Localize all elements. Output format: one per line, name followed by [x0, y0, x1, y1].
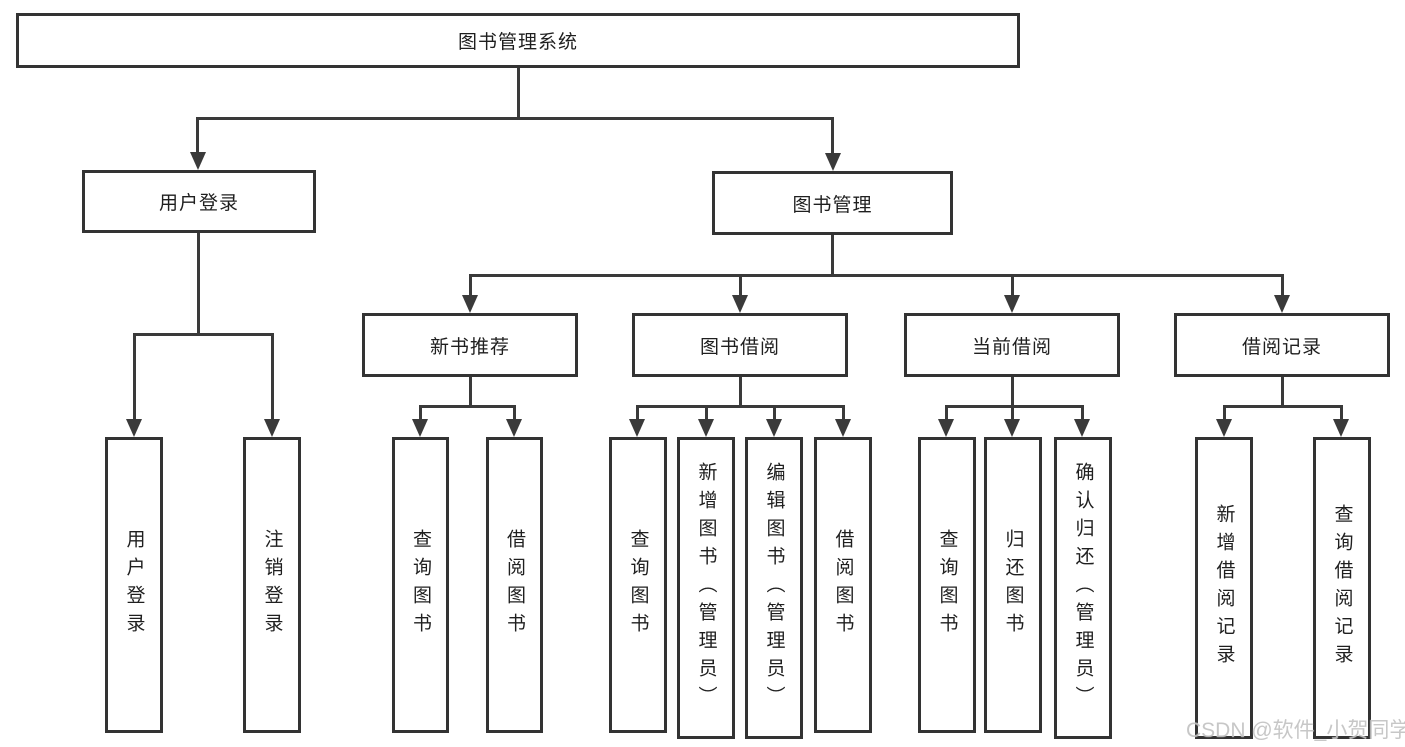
leaf-add-book-admin: 新增图书（管理员）	[677, 437, 735, 739]
connector-group3-hbar	[945, 405, 1084, 408]
arrowhead-down-icon	[412, 419, 428, 437]
connector-arrow-stem	[1011, 405, 1014, 421]
leaf-add-borrow-record: 新增借阅记录	[1195, 437, 1253, 739]
connector-arrow-stem	[636, 405, 639, 421]
leaf-logout-login: 注销登录	[243, 437, 301, 733]
arrowhead-down-icon	[938, 419, 954, 437]
connector-arrow-stem	[419, 405, 422, 421]
connector-arrow-stem	[469, 274, 472, 297]
connector-root-hbar	[196, 117, 834, 120]
connector-arrow-stem	[196, 117, 199, 154]
connector-group4-stem	[1281, 377, 1284, 408]
arrowhead-down-icon	[732, 295, 748, 313]
arrowhead-down-icon	[1074, 419, 1090, 437]
leaf-query-books-1: 查询图书	[392, 437, 449, 733]
connector-root-stem	[517, 68, 520, 119]
connector-arrow-stem	[842, 405, 845, 421]
leaf-label: 归还图书	[1002, 529, 1024, 641]
leaf-query-borrow-record: 查询借阅记录	[1313, 437, 1371, 739]
arrowhead-down-icon	[825, 153, 841, 171]
connector-arrow-stem	[133, 333, 136, 419]
connector-arrow-stem	[1340, 405, 1343, 421]
node-label: 图书管理	[792, 194, 873, 216]
node-library-management-system: 图书管理系统	[16, 13, 1020, 68]
node-book-borrow: 图书借阅	[632, 313, 848, 377]
connector-arrow-stem	[1223, 405, 1226, 421]
leaf-label: 编辑图书（管理员）	[763, 462, 785, 714]
leaf-label: 新增借阅记录	[1213, 504, 1235, 672]
arrowhead-down-icon	[506, 419, 522, 437]
node-book-management: 图书管理	[712, 171, 953, 235]
connector-arrow-stem	[773, 405, 776, 421]
node-label: 当前借阅	[971, 336, 1052, 358]
connector-user-login-hbar	[133, 333, 274, 336]
arrowhead-down-icon	[1004, 295, 1020, 313]
node-label: 图书借阅	[699, 336, 780, 358]
arrowhead-down-icon	[126, 419, 142, 437]
leaf-label: 查询图书	[627, 529, 649, 641]
connector-arrow-stem	[1081, 405, 1084, 421]
leaf-label: 借阅图书	[832, 529, 854, 641]
arrowhead-down-icon	[766, 419, 782, 437]
arrowhead-down-icon	[629, 419, 645, 437]
leaf-borrow-books-2: 借阅图书	[814, 437, 872, 733]
arrowhead-down-icon	[1004, 419, 1020, 437]
leaf-label: 借阅图书	[504, 529, 525, 641]
arrowhead-down-icon	[698, 419, 714, 437]
leaf-label: 查询图书	[410, 529, 431, 641]
connector-arrow-stem	[271, 333, 274, 419]
node-label: 用户登录	[158, 193, 239, 214]
node-label: 图书管理系统	[457, 32, 578, 53]
node-current-borrow: 当前借阅	[904, 313, 1120, 377]
leaf-query-books-2: 查询图书	[609, 437, 667, 733]
leaf-label: 确认归还（管理员）	[1072, 462, 1094, 714]
connector-arrow-stem	[1011, 274, 1014, 297]
leaf-label: 新增图书（管理员）	[695, 462, 717, 714]
connector-user-login-stem	[197, 233, 200, 336]
arrowhead-down-icon	[1274, 295, 1290, 313]
node-borrow-records: 借阅记录	[1174, 313, 1390, 377]
arrowhead-down-icon	[190, 152, 206, 170]
connector-group4-hbar	[1223, 405, 1343, 408]
node-label: 借阅记录	[1241, 336, 1322, 358]
leaf-confirm-return-admin: 确认归还（管理员）	[1054, 437, 1112, 739]
connector-group3-stem	[1011, 377, 1014, 408]
connector-group1-hbar	[419, 405, 516, 408]
connector-book-mgmt-hbar	[469, 274, 1284, 277]
connector-arrow-stem	[1281, 274, 1284, 297]
connector-arrow-stem	[945, 405, 948, 421]
leaf-label: 查询图书	[936, 529, 958, 641]
arrowhead-down-icon	[835, 419, 851, 437]
leaf-query-books-3: 查询图书	[918, 437, 976, 733]
connector-arrow-stem	[831, 117, 834, 154]
connector-arrow-stem	[513, 405, 516, 421]
node-label: 新书推荐	[429, 336, 510, 358]
arrowhead-down-icon	[264, 419, 280, 437]
csdn-watermark: CSDN @软件_小贺同学	[1186, 719, 1405, 742]
arrowhead-down-icon	[1216, 419, 1232, 437]
connector-group2-hbar	[636, 405, 845, 408]
leaf-return-books: 归还图书	[984, 437, 1042, 733]
connector-group1-stem	[469, 377, 472, 408]
leaf-label: 查询借阅记录	[1331, 504, 1353, 672]
node-user-login: 用户登录	[82, 170, 316, 233]
node-new-book-recommend: 新书推荐	[362, 313, 578, 377]
connector-arrow-stem	[739, 274, 742, 297]
connector-arrow-stem	[705, 405, 708, 421]
leaf-edit-book-admin: 编辑图书（管理员）	[745, 437, 803, 739]
leaf-user-login: 用户登录	[105, 437, 163, 733]
leaf-label: 注销登录	[261, 529, 283, 641]
connector-book-mgmt-stem	[831, 235, 834, 277]
connector-group2-stem	[739, 377, 742, 408]
leaf-label: 用户登录	[123, 529, 145, 641]
leaf-borrow-books-1: 借阅图书	[486, 437, 543, 733]
arrowhead-down-icon	[1333, 419, 1349, 437]
arrowhead-down-icon	[462, 295, 478, 313]
